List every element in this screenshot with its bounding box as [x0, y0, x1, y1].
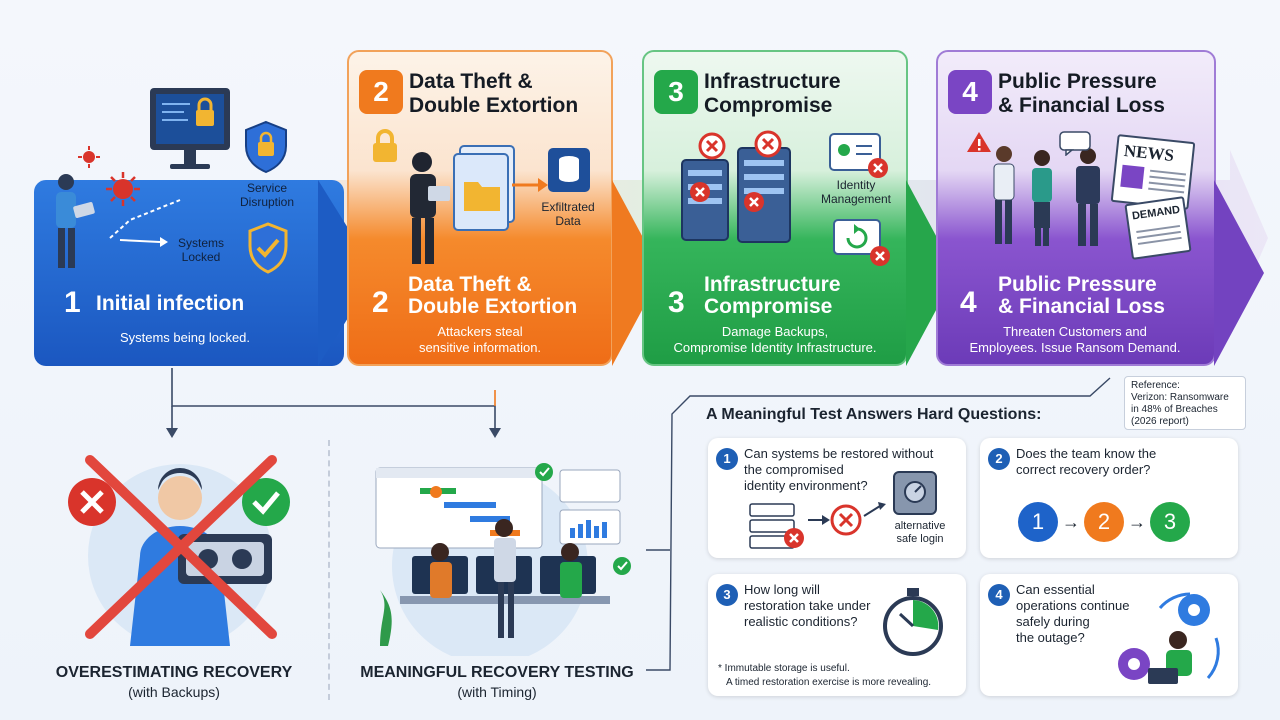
stage-3-title: Infrastructure Compromise	[704, 273, 841, 318]
divider-line	[328, 440, 330, 700]
virus-icon	[106, 172, 140, 206]
stage-2-number: 2	[372, 286, 389, 319]
identity-card-icon	[829, 133, 888, 178]
worried-people-icon	[993, 146, 1100, 246]
note-immutable-storage: * Immutable storage is useful.	[718, 663, 850, 674]
stage-4-desc: Threaten Customers and Employees. Issue …	[969, 324, 1181, 355]
order-step-2: 2	[1084, 502, 1124, 542]
identity-management-label: Identity Management	[820, 178, 892, 206]
question-card-4: 4 Can essential operations continue safe…	[980, 574, 1238, 696]
reference-box: Reference: Verizon: Ransomware in 48% of…	[1124, 376, 1246, 430]
overestimating-illustration	[68, 455, 290, 646]
service-disruption-label: Service Disruption	[239, 181, 295, 209]
demand-lines	[1136, 224, 1181, 234]
question-4-number: 4	[988, 584, 1010, 606]
overestimating-sub: (with Backups)	[128, 684, 220, 700]
overestimating-title: OVERESTIMATING RECOVERY	[55, 664, 293, 681]
backup-icon	[833, 219, 890, 266]
stage-4-badge: 4	[948, 70, 992, 114]
small-virus-icon	[78, 146, 100, 168]
question-4-text: Can essential operations continue safely…	[1016, 582, 1130, 645]
question-card-1: 1 Can systems be restored without the co…	[708, 438, 966, 558]
order-arrow-2: →	[1128, 512, 1146, 532]
news-photo	[1120, 164, 1145, 189]
stage-2-header: Data Theft & Double Extortion	[409, 70, 579, 117]
stage-1-number: 1	[64, 286, 81, 319]
stage-3-desc: Damage Backups, Compromise Identity Infr…	[673, 324, 877, 355]
stage-4-arrow-head	[1214, 180, 1264, 366]
server-to-login-icon	[749, 502, 886, 549]
question-3-number: 3	[716, 584, 738, 606]
alternative-login-label: alternative safe login	[894, 520, 946, 545]
warning-icon	[967, 132, 991, 152]
stage-3-badge: 3	[654, 70, 698, 114]
note-timed-exercise: A timed restoration exercise is more rev…	[726, 677, 932, 688]
exfiltration-arrow	[512, 178, 548, 192]
operations-gears-icon	[1118, 592, 1220, 684]
stage-3-arrow-head	[906, 180, 956, 366]
demand-label: DEMAND	[1131, 203, 1181, 223]
stage-1-title: Initial infection	[96, 292, 245, 315]
user-laptop-icon	[56, 174, 95, 268]
chat-bubble-icon	[1059, 131, 1091, 156]
question-1-text: Can systems be restored without the comp…	[744, 446, 934, 493]
order-step-1: 1	[1018, 502, 1058, 542]
stopwatch-icon	[883, 588, 943, 656]
safe-vault-icon	[893, 471, 937, 515]
stage-2-arrow-head	[612, 180, 662, 366]
computer-monitor-icon	[150, 88, 230, 169]
question-3-text: How long will restoration take under rea…	[744, 582, 871, 629]
stage-1-desc: Systems being locked.	[119, 330, 251, 345]
question-1-number: 1	[716, 448, 738, 470]
stage-4-title: Public Pressure & Financial Loss	[998, 273, 1165, 318]
check-shield-icon	[248, 222, 288, 274]
recovery-testing-sub: (with Timing)	[457, 684, 537, 700]
recovery-testing-illustration	[375, 463, 631, 656]
stage-2-title: Data Theft & Double Extortion	[408, 273, 578, 318]
reference-text: Reference: Verizon: Ransomware in 48% of…	[1131, 380, 1229, 427]
question-2-number: 2	[988, 448, 1010, 470]
stage-3-number: 3	[668, 286, 685, 319]
exfiltrated-data-label: Exfiltrated Data	[541, 200, 595, 228]
stage-2-desc: Attackers steal sensitive information.	[418, 324, 542, 355]
connector-lines	[166, 368, 1111, 671]
files-icon	[453, 145, 515, 231]
recovery-testing-title: MEANINGFUL RECOVERY TESTING	[360, 664, 634, 681]
stage-3-header: Infrastructure Compromise	[704, 70, 841, 117]
demand-note-icon: DEMAND	[1124, 196, 1192, 260]
lock-shield-icon	[245, 120, 287, 174]
stage-4-number: 4	[960, 286, 977, 319]
order-arrow-1: →	[1062, 512, 1080, 532]
question-card-3: 3 How long will restoration take under r…	[708, 574, 966, 696]
padlock-icon	[373, 129, 397, 162]
order-step-3: 3	[1150, 502, 1190, 542]
database-doc-icon	[548, 148, 590, 192]
questions-heading: A Meaningful Test Answers Hard Questions…	[706, 406, 1042, 423]
hacker-icon	[410, 152, 450, 264]
question-2-text: Does the team know the correct recovery …	[1016, 446, 1157, 477]
systems-locked-label: Systems Locked	[177, 236, 224, 264]
question-card-2: 2 Does the team know the correct recover…	[980, 438, 1238, 558]
attack-path-lines	[109, 199, 181, 247]
stage-2-badge: 2	[359, 70, 403, 114]
stage-4-header: Public Pressure & Financial Loss	[998, 70, 1165, 117]
servers-icon	[681, 130, 791, 243]
